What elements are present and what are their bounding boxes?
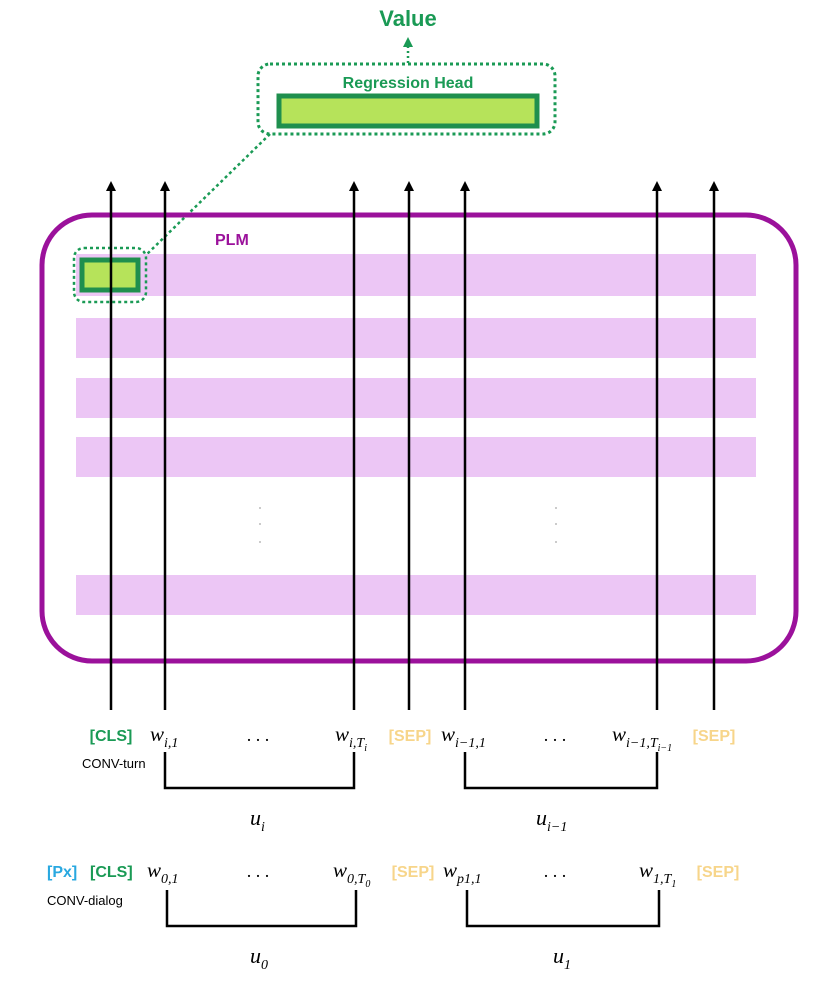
turn-sep-token-1: [SEP] xyxy=(389,728,432,745)
dialog-px-token: [Px] xyxy=(47,864,77,881)
plm-layer-4 xyxy=(76,437,756,477)
regression-head-callout xyxy=(256,62,557,136)
turn-w-prev-first: wi−1,1 xyxy=(441,722,486,751)
turn-dots-left: . . . xyxy=(247,725,270,745)
turn-w-prev-last: wi−1,Ti−1 xyxy=(612,722,672,754)
plm-layer-last xyxy=(76,575,756,615)
u-0-label: u0 xyxy=(250,943,268,973)
dialog-sep-token-1: [SEP] xyxy=(392,864,435,881)
u-1-bracket xyxy=(465,890,661,928)
turn-w-i-first: wi,1 xyxy=(150,722,178,751)
turn-w-i-last: wi,Ti xyxy=(335,722,367,754)
conv-turn-label: CONV-turn xyxy=(82,756,146,771)
token-arrows xyxy=(106,181,719,710)
layer-ellipsis-right xyxy=(555,507,557,543)
u-0-bracket xyxy=(165,890,358,928)
layer-ellipsis-left xyxy=(259,507,261,543)
dialog-w-0-first: w0,1 xyxy=(147,858,179,887)
u-1-label: u1 xyxy=(553,943,571,973)
dialog-w-1-last: w1,T1 xyxy=(639,858,676,890)
plm-layer-1 xyxy=(76,254,756,296)
regression-head-box xyxy=(276,93,540,129)
u-prev-label: ui−1 xyxy=(536,805,567,835)
regression-head-label: Regression Head xyxy=(343,75,474,92)
dialog-w-0-last: w0,T0 xyxy=(333,858,370,890)
u-prev-bracket xyxy=(463,752,659,790)
turn-dots-right: . . . xyxy=(544,725,567,745)
u-i-label: ui xyxy=(250,805,265,835)
u-i-bracket xyxy=(163,752,356,790)
dialog-sep-token-2: [SEP] xyxy=(697,864,740,881)
dialog-dots-left: . . . xyxy=(247,861,270,881)
value-title: Value xyxy=(379,6,436,31)
plm-layer-2 xyxy=(76,318,756,358)
turn-sep-token-2: [SEP] xyxy=(693,728,736,745)
dialog-w-1-first: wp1,1 xyxy=(443,858,482,887)
turn-cls-token: [CLS] xyxy=(90,728,133,745)
plm-layer-3 xyxy=(76,378,756,418)
dialog-cls-token: [CLS] xyxy=(90,864,133,881)
conv-dialog-label: CONV-dialog xyxy=(47,893,123,908)
dialog-dots-right: . . . xyxy=(544,861,567,881)
plm-label: PLM xyxy=(215,232,249,249)
callout-connector xyxy=(142,133,271,259)
plm-frame xyxy=(39,212,799,664)
